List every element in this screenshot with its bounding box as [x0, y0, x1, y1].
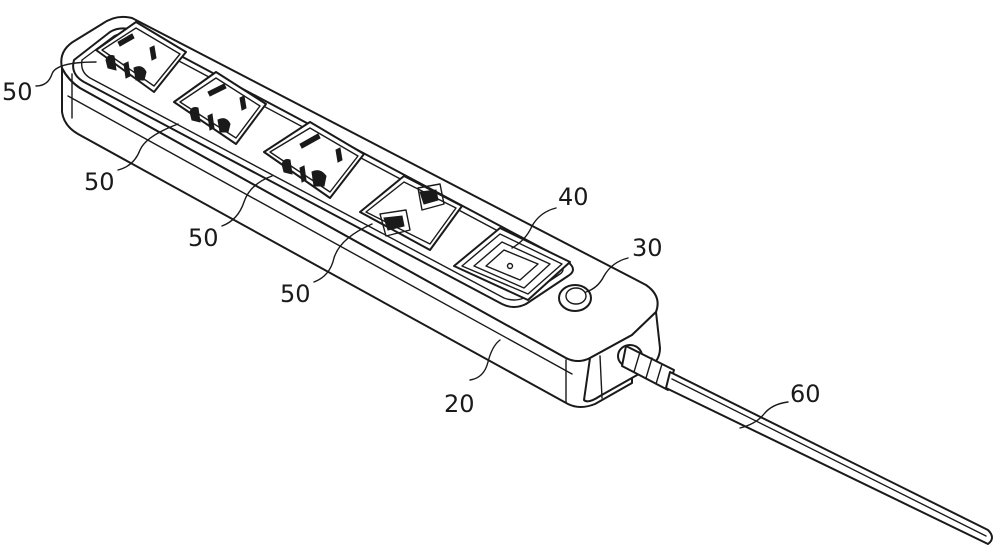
socket-3-slot-e — [312, 171, 326, 186]
label-housing: 20 — [444, 390, 475, 418]
power-button — [559, 285, 591, 311]
label-cable: 60 — [790, 380, 821, 408]
label-socket-2: 50 — [84, 168, 115, 196]
label-socket-4: 50 — [280, 280, 311, 308]
socket-2-slot-c — [190, 108, 200, 123]
power-cable — [618, 345, 992, 544]
socket-2-slot-e — [218, 119, 230, 132]
label-socket-1: 50 — [2, 78, 33, 106]
label-wireless-charger: 40 — [558, 183, 589, 211]
cable-body-highlight — [672, 379, 986, 536]
socket-1-slot-e — [134, 67, 146, 80]
label-socket-3: 50 — [188, 224, 219, 252]
label-button: 30 — [632, 234, 663, 262]
socket-3-slot-c — [282, 160, 292, 175]
socket-1-slot-c — [106, 56, 116, 71]
